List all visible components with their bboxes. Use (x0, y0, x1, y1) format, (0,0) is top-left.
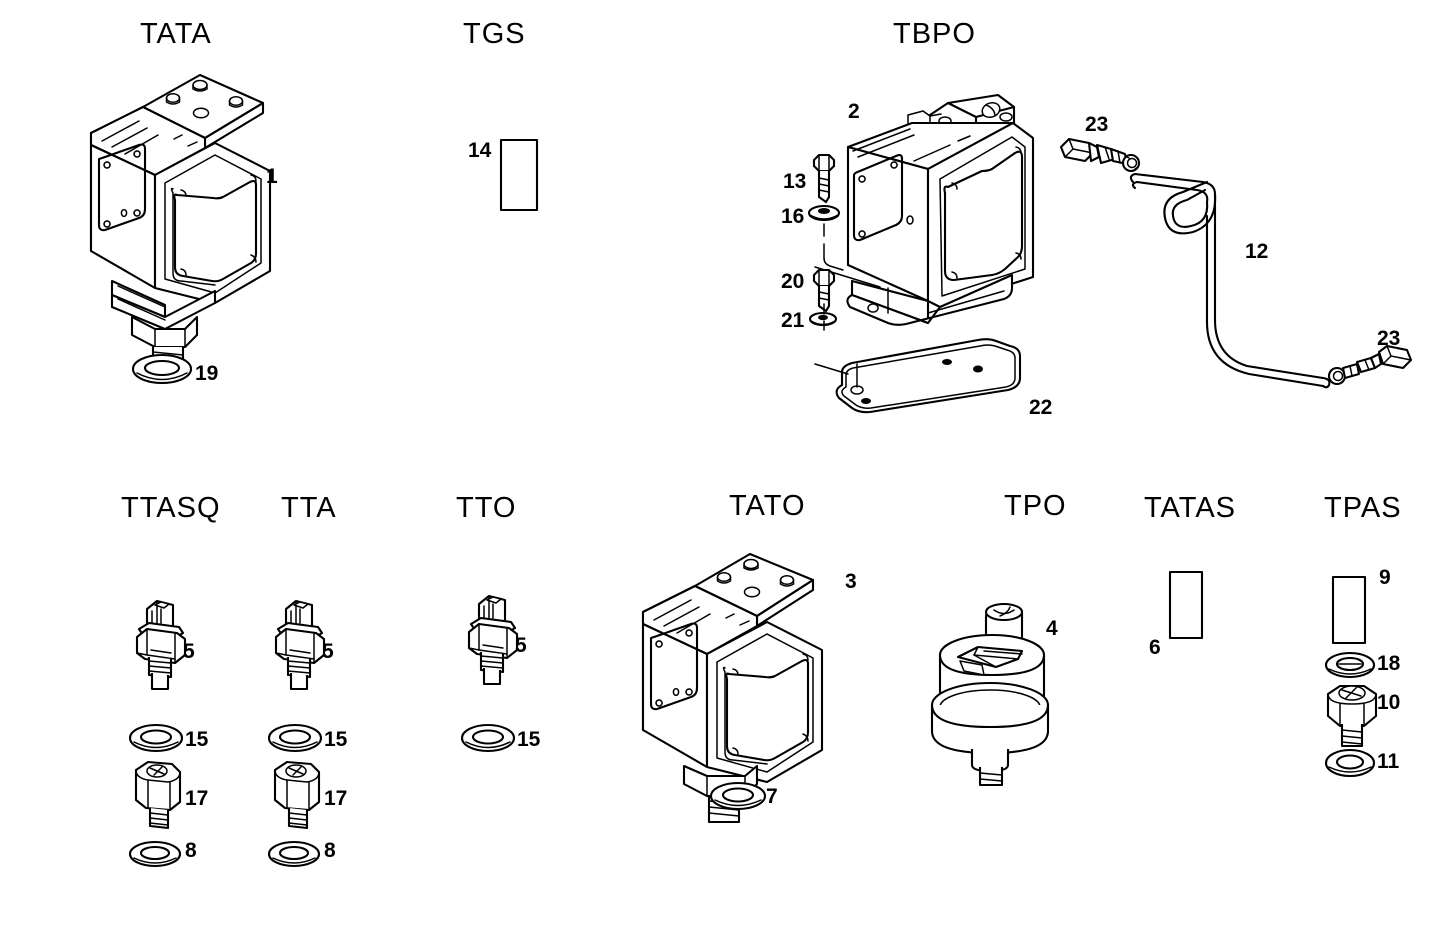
part-temp-sender-5-tto (457, 590, 527, 686)
callout-9: 9 (1379, 566, 1391, 589)
callout-2: 2 (848, 100, 860, 123)
part-washer-21 (807, 310, 841, 328)
part-plate-9 (1331, 575, 1377, 651)
callout-10: 10 (1377, 691, 1401, 714)
part-pressure-sender-4 (930, 595, 1060, 790)
callout-3: 3 (845, 570, 857, 593)
callout-11: 11 (1377, 750, 1400, 773)
part-adapter-17-ttasq (128, 756, 190, 834)
callout-12: 12 (1245, 240, 1269, 263)
part-washer-16 (807, 203, 843, 223)
callout-5-tta: 5 (322, 640, 334, 663)
group-header-tato: TATO (729, 490, 806, 522)
callout-21: 21 (781, 309, 805, 332)
callout-20: 20 (781, 270, 805, 293)
part-hex-plug-10 (1324, 680, 1386, 756)
group-header-tgs: TGS (463, 18, 526, 50)
part-washer-15-ttasq (128, 722, 190, 754)
callout-4: 4 (1046, 617, 1058, 640)
callout-6: 6 (1149, 636, 1161, 659)
callout-13: 13 (783, 170, 807, 193)
part-washer-18 (1324, 650, 1384, 680)
part-temp-sender-5-ttasq (125, 595, 195, 691)
callout-17-tta: 17 (324, 787, 348, 810)
part-sender-box-tato (625, 528, 855, 824)
part-temp-sender-5-tta (264, 595, 334, 691)
group-header-tto: TTO (456, 492, 517, 524)
callout-16: 16 (781, 205, 805, 228)
group-header-tbpo: TBPO (893, 18, 976, 50)
assembly-guide-lines (823, 223, 844, 331)
group-header-tpas: TPAS (1324, 492, 1402, 524)
part-adapter-17-tta (267, 756, 329, 834)
group-header-tpo: TPO (1004, 490, 1067, 522)
callout-15-tta: 15 (324, 728, 348, 751)
part-bolt-20 (808, 268, 842, 314)
part-pipe-union-23-upper (1055, 133, 1150, 183)
callout-5-ttasq: 5 (183, 640, 195, 663)
part-washer-8-tta (267, 838, 327, 870)
group-header-tatas: TATAS (1144, 492, 1236, 524)
part-sender-box-tbpo (814, 85, 1058, 335)
callout-5-tto: 5 (515, 634, 527, 657)
callout-1: 1 (266, 165, 278, 188)
callout-15-ttasq: 15 (185, 728, 209, 751)
group-header-tata: TATA (140, 18, 212, 50)
callout-18: 18 (1377, 652, 1401, 675)
callout-22: 22 (1029, 396, 1053, 419)
part-washer-19 (130, 352, 200, 386)
callout-23-upper: 23 (1085, 113, 1109, 136)
callout-17-ttasq: 17 (185, 787, 209, 810)
callout-23-lower: 23 (1377, 327, 1401, 350)
callout-14: 14 (468, 139, 492, 162)
part-washer-7 (709, 780, 773, 812)
part-washer-15-tto (460, 722, 522, 754)
callout-19: 19 (195, 362, 219, 385)
part-sender-box-tata (55, 55, 285, 375)
callout-8-tta: 8 (324, 839, 336, 862)
callout-7: 7 (766, 785, 778, 808)
group-header-tta: TTA (281, 492, 337, 524)
callout-15-tto: 15 (517, 728, 541, 751)
part-plate-6 (1168, 570, 1214, 646)
part-capillary-tube-12 (1125, 160, 1385, 390)
part-washer-8-ttasq (128, 838, 188, 870)
part-washer-15-tta (267, 722, 329, 754)
part-mount-plate-22 (814, 330, 1040, 420)
group-header-ttasq: TTASQ (121, 492, 221, 524)
part-plate-14 (499, 138, 545, 214)
part-bolt-13 (808, 152, 842, 206)
callout-8-ttasq: 8 (185, 839, 197, 862)
part-washer-11 (1324, 747, 1384, 779)
part-pipe-union-23-lower (1325, 344, 1425, 400)
